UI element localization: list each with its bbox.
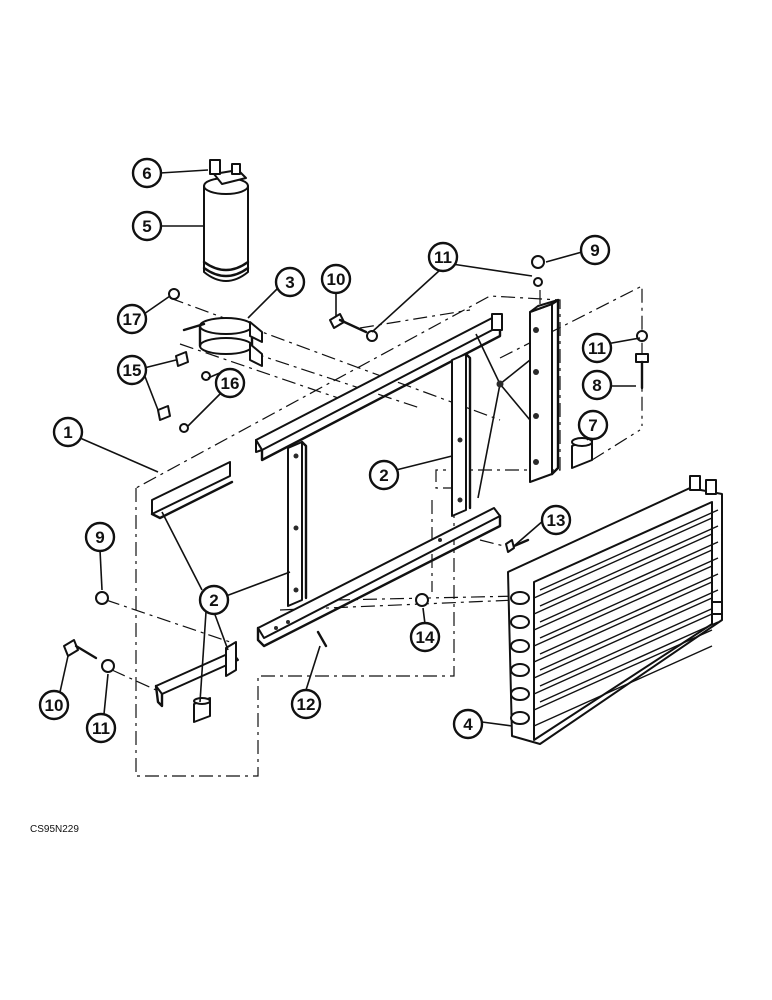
callout-1: 1 bbox=[52, 416, 84, 448]
callout-13: 13 bbox=[540, 504, 572, 536]
svg-text:8: 8 bbox=[592, 376, 601, 395]
svg-text:3: 3 bbox=[285, 273, 294, 292]
svg-text:5: 5 bbox=[142, 217, 151, 236]
svg-text:16: 16 bbox=[221, 374, 240, 393]
svg-text:10: 10 bbox=[327, 270, 346, 289]
drier-clamp bbox=[182, 317, 263, 367]
callout-4: 4 bbox=[452, 708, 484, 740]
svg-text:14: 14 bbox=[416, 628, 435, 647]
spacer-upper bbox=[571, 437, 593, 469]
left-strap bbox=[287, 440, 308, 607]
svg-text:9: 9 bbox=[590, 241, 599, 260]
svg-text:17: 17 bbox=[123, 310, 142, 329]
right-bracket bbox=[529, 298, 560, 483]
callout-11: 11 bbox=[85, 712, 117, 744]
leader-lines bbox=[59, 169, 641, 727]
callout-7: 7 bbox=[577, 409, 609, 441]
svg-text:1: 1 bbox=[63, 423, 72, 442]
center-strap bbox=[451, 352, 472, 517]
callout-3: 3 bbox=[274, 266, 306, 298]
svg-text:11: 11 bbox=[434, 248, 452, 267]
condenser-core bbox=[507, 475, 723, 745]
callout-11: 11 bbox=[581, 332, 613, 364]
svg-text:6: 6 bbox=[142, 164, 151, 183]
lower-rail bbox=[256, 507, 502, 648]
svg-text:10: 10 bbox=[45, 696, 64, 715]
svg-text:11: 11 bbox=[92, 719, 110, 738]
upper-rail bbox=[255, 313, 503, 462]
upper-left-bracket bbox=[150, 461, 234, 520]
callout-9: 9 bbox=[579, 234, 611, 266]
callout-17: 17 bbox=[116, 303, 148, 335]
spacer-lower bbox=[193, 697, 211, 723]
callout-10: 10 bbox=[320, 263, 352, 295]
svg-text:7: 7 bbox=[588, 416, 597, 435]
svg-text:2: 2 bbox=[209, 591, 218, 610]
svg-text:13: 13 bbox=[547, 511, 566, 530]
svg-text:9: 9 bbox=[95, 528, 104, 547]
drier-valve bbox=[209, 159, 247, 185]
callout-2: 2 bbox=[198, 584, 230, 616]
lower-left-bracket bbox=[154, 641, 239, 708]
svg-text:12: 12 bbox=[297, 695, 316, 714]
svg-text:4: 4 bbox=[463, 715, 473, 734]
svg-text:2: 2 bbox=[379, 466, 388, 485]
callout-10: 10 bbox=[38, 689, 70, 721]
callout-9: 9 bbox=[84, 521, 116, 553]
svg-text:15: 15 bbox=[123, 361, 142, 380]
callout-16: 16 bbox=[214, 367, 246, 399]
condenser-tube-bends bbox=[510, 591, 530, 725]
callout-5: 5 bbox=[131, 210, 163, 242]
svg-text:11: 11 bbox=[588, 339, 606, 358]
receiver-drier bbox=[202, 177, 250, 282]
callout-15: 15 bbox=[116, 354, 148, 386]
drawing-code: CS95N229 bbox=[30, 824, 79, 835]
callout-11: 11 bbox=[427, 241, 459, 273]
callout-6: 6 bbox=[131, 157, 163, 189]
callout-8: 8 bbox=[581, 369, 613, 401]
callout-14: 14 bbox=[409, 621, 441, 653]
callout-12: 12 bbox=[290, 688, 322, 720]
callout-2: 2 bbox=[368, 459, 400, 491]
